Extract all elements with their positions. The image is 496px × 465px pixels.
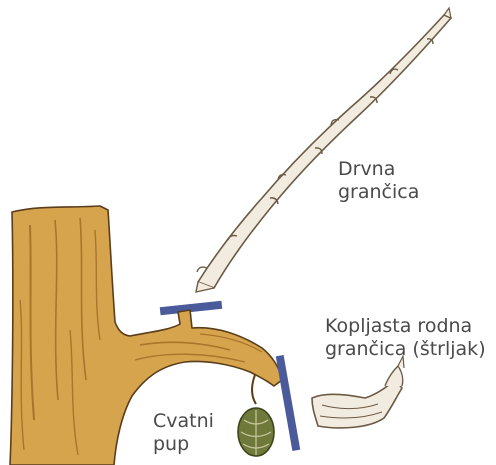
flower-bud [238, 375, 274, 456]
cut-marker-right [276, 355, 301, 451]
label-flower-bud-line1: Cvatni [153, 410, 214, 433]
label-wood-shoot-line1: Drvna [338, 158, 419, 181]
label-spur-line1: Kopljasta rodna [325, 315, 486, 338]
label-wood-shoot: Drvna grančica [338, 158, 419, 204]
label-flower-bud-line2: pup [153, 433, 214, 456]
wood-shoot [196, 8, 451, 292]
label-spur-line2: grančica (štrljak) [325, 338, 486, 361]
label-flower-bud: Cvatni pup [153, 410, 214, 456]
label-spur: Kopljasta rodna grančica (štrljak) [325, 315, 486, 361]
label-wood-shoot-line2: grančica [338, 181, 419, 204]
spur-shoot [312, 356, 404, 428]
